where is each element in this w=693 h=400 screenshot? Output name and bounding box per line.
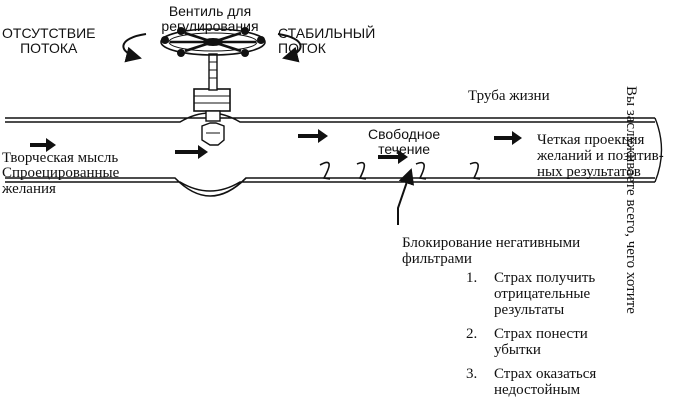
flow-arrows (30, 129, 522, 164)
filter-blade (319, 161, 331, 180)
rotate-right-arrow-icon (277, 33, 302, 63)
no-flow-label: ОТСУТСТВИЕ ПОТОКА (2, 25, 96, 56)
fear-number: 3. (466, 366, 478, 382)
valve (193, 53, 231, 146)
rotate-left-arrow-icon (122, 33, 147, 63)
life-pipe-label: Труба жизни (468, 88, 550, 104)
flow-arrow-icon (378, 150, 408, 164)
fear-number: 2. (466, 326, 478, 342)
blocking-pointer-arrow (397, 168, 415, 225)
flow-arrow-icon (30, 138, 56, 152)
fear-number: 1. (466, 270, 478, 286)
fear-item: 1. Страх получить отрицательные результат… (466, 270, 596, 318)
fear-text: Страх оказаться недостойным (494, 366, 597, 398)
creative-thought-label: Творческая мысль (2, 150, 119, 166)
fear-text: Страх получить отрицательные результаты (494, 270, 596, 318)
blocking-label: Блокирование негативными фильтрами (402, 235, 581, 267)
fear-item: 2. Страх понести убытки (466, 326, 596, 358)
filter-blade (469, 161, 481, 180)
filter-blade (415, 161, 427, 180)
stable-flow-label: СТАБИЛЬНЫЙ ПОТОК (278, 25, 376, 56)
fear-text: Страх понести убытки (494, 326, 588, 358)
filter-blade (356, 161, 367, 180)
fear-item: 3. Страх оказаться недостойным (466, 366, 596, 398)
side-caption: Вы заслуживаете всего, чего хотите (623, 86, 639, 314)
valve-wheel (160, 27, 266, 57)
flow-arrow-icon (298, 129, 328, 143)
negative-filters (319, 161, 481, 180)
free-flow-label: Свободное течение (368, 126, 441, 157)
pipe-bottom-wall (5, 177, 655, 197)
flow-arrow-icon (494, 131, 522, 145)
projected-desires-label: Спроецированные желания (2, 165, 120, 197)
flow-arrow-icon (175, 145, 208, 159)
pipe-right-end (654, 117, 663, 183)
pipe-top-wall (5, 112, 655, 123)
clear-projection-label: Четкая проекция желаний и позитив- ных р… (537, 132, 664, 180)
valve-label: Вентиль для регулирования (161, 3, 259, 34)
fears-list: 1. Страх получить отрицательные результат… (466, 270, 596, 400)
